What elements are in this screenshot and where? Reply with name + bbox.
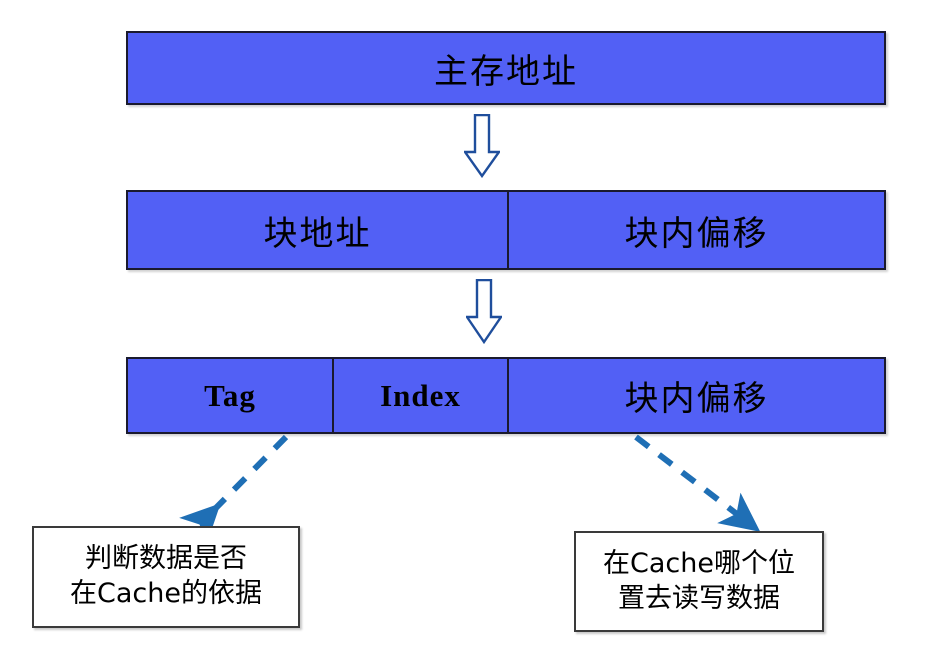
cell-block-offset-row3: 块内偏移 [507, 359, 884, 432]
cell-block-address: 块地址 [263, 215, 372, 253]
index-note-line-1: 在Cache哪个位 [603, 547, 795, 579]
cell-tag: Tag [204, 377, 256, 413]
index-note: 在Cache哪个位 置去读写数据 [574, 531, 824, 632]
cell-block-offset-row2: 块内偏移 [507, 192, 884, 268]
index-note-line-2: 置去读写数据 [618, 582, 780, 614]
cell-index: Index [332, 359, 507, 432]
tag-note: 判断数据是否 在Cache的依据 [32, 526, 300, 628]
bar-tag-index-offset-split: Tag Index 块内偏移 [126, 357, 886, 434]
tag-note-line-2: 在Cache的依据 [70, 578, 262, 609]
dashed-arrow-tag-to-note [179, 434, 289, 545]
dashed-arrow-index-to-note [634, 434, 761, 532]
bar-main-memory-address: 主存地址 [126, 31, 886, 105]
cell-main-memory-address: 主存地址 [434, 53, 578, 91]
bar-block-address-split: 块地址 块内偏移 [126, 190, 886, 270]
down-arrow-1 [462, 113, 502, 179]
tag-note-line-1: 判断数据是否 [85, 543, 247, 575]
down-arrow-2 [464, 278, 504, 345]
